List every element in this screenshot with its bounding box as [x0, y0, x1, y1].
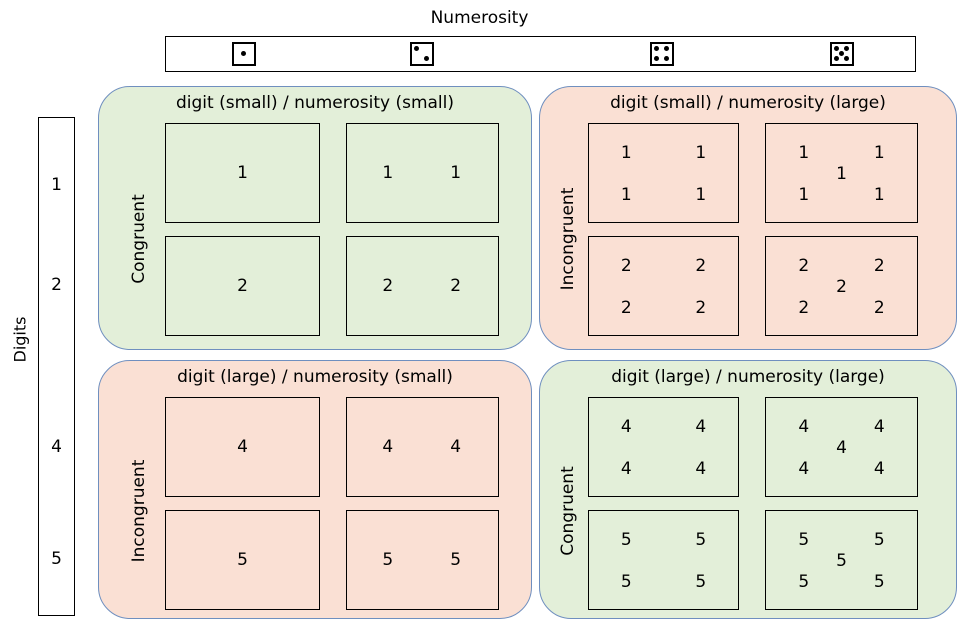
stimulus-digit: 2 — [450, 276, 462, 296]
stimulus-digit: 4 — [695, 458, 707, 479]
stimulus-digit: 2 — [798, 297, 810, 318]
digit-label: 2 — [51, 275, 62, 295]
stimulus-digit: 2 — [873, 297, 885, 318]
stimulus-digit: 5 — [620, 530, 632, 551]
quadrant-title: digit (large) / numerosity (small) — [177, 367, 453, 387]
condition-label: Congruent — [129, 194, 149, 284]
quadrant-incongruent: digit (large) / numerosity (small) Incong… — [98, 360, 532, 619]
stimulus-digit: 1 — [873, 143, 885, 164]
condition-label: Incongruent — [558, 187, 578, 291]
quadrant-congruent: digit (large) / numerosity (large) Congru… — [539, 360, 957, 619]
stimulus-digit: 1 — [798, 184, 810, 205]
stimulus-cell: 4 4 4 4 4 — [765, 397, 918, 497]
stimulus-digit: 5 — [382, 550, 394, 570]
stimulus-cell: 1 — [165, 123, 320, 223]
stimulus-digit: 5 — [237, 550, 248, 570]
stimulus-digit: 4 — [620, 458, 632, 479]
digit-label: 4 — [51, 437, 62, 457]
stimulus-digit: 1 — [695, 184, 707, 205]
stimulus-digit: 2 — [620, 297, 632, 318]
stimulus-digit: 2 — [237, 276, 248, 296]
stimulus-digit: 5 — [798, 530, 810, 551]
stimulus-digit: 4 — [836, 437, 847, 458]
stimulus-digit: 2 — [695, 297, 707, 318]
stimulus-digit: 5 — [798, 571, 810, 592]
numerosity-bar — [165, 36, 916, 72]
stimulus-digit: 4 — [798, 417, 810, 438]
stimulus-digit: 1 — [620, 143, 632, 164]
stimulus-cell: 1 1 1 1 1 — [765, 123, 918, 223]
stimulus-cell: 5 5 5 5 — [588, 510, 739, 610]
stimulus-digit: 1 — [450, 163, 462, 183]
stimulus-digit: 5 — [836, 550, 847, 571]
stimulus-digit: 5 — [695, 530, 707, 551]
quadrant-title: digit (large) / numerosity (large) — [611, 367, 885, 387]
stimulus-cell: 5 — [165, 510, 320, 610]
stimulus-cell: 2 2 2 2 2 — [765, 236, 918, 336]
stimulus-digit: 5 — [620, 571, 632, 592]
stimulus-digit: 1 — [237, 163, 248, 183]
digits-bar: 1 2 4 5 — [38, 117, 75, 616]
quadrant-incongruent: digit (small) / numerosity (large) Incong… — [539, 86, 957, 350]
condition-label: Congruent — [558, 465, 578, 556]
stimulus-digit: 4 — [237, 437, 248, 457]
stimulus-digit: 2 — [798, 256, 810, 277]
stimulus-digit: 5 — [873, 530, 885, 551]
die-five-icon — [830, 42, 854, 66]
die-one-icon — [232, 42, 256, 66]
stimulus-digit: 5 — [450, 550, 462, 570]
stimulus-digit: 4 — [873, 458, 885, 479]
stimulus-cell: 1 1 1 1 — [588, 123, 739, 223]
stimulus-digit: 4 — [382, 437, 394, 457]
condition-label: Incongruent — [129, 459, 149, 562]
stimulus-digit: 5 — [695, 571, 707, 592]
stimulus-digit: 4 — [873, 417, 885, 438]
stimulus-digit: 2 — [836, 276, 847, 297]
stimulus-digit: 2 — [873, 256, 885, 277]
die-two-icon — [410, 42, 434, 66]
stimulus-digit: 4 — [620, 417, 632, 438]
digits-axis-label: Digits — [10, 316, 30, 363]
stimulus-digit: 5 — [873, 571, 885, 592]
stimulus-digit: 1 — [836, 163, 847, 184]
stimulus-digit: 2 — [620, 256, 632, 277]
stimulus-digit: 1 — [620, 184, 632, 205]
die-four-icon — [650, 42, 674, 66]
stimulus-digit: 1 — [798, 143, 810, 164]
stimulus-digit: 1 — [382, 163, 394, 183]
stimulus-cell: 5 5 5 5 5 — [765, 510, 918, 610]
digit-label: 1 — [51, 175, 62, 195]
stimulus-cell: 4 4 4 4 — [588, 397, 739, 497]
quadrant-title: digit (small) / numerosity (large) — [610, 93, 886, 113]
numerosity-axis-label: Numerosity — [430, 8, 529, 28]
stimulus-digit: 4 — [695, 417, 707, 438]
digit-label: 5 — [51, 549, 62, 569]
stimulus-digit: 4 — [450, 437, 462, 457]
quadrant-title: digit (small) / numerosity (small) — [175, 93, 455, 113]
stimulus-digit: 2 — [382, 276, 394, 296]
stimulus-digit: 2 — [695, 256, 707, 277]
stimulus-cell: 4 — [165, 397, 320, 497]
stimulus-digit: 1 — [873, 184, 885, 205]
stimulus-cell: 2 2 2 2 — [588, 236, 739, 336]
quadrant-congruent: digit (small) / numerosity (small) Congru… — [98, 86, 532, 350]
stimulus-digit: 4 — [798, 458, 810, 479]
stimulus-cell: 2 — [165, 236, 320, 336]
stimulus-digit: 1 — [695, 143, 707, 164]
